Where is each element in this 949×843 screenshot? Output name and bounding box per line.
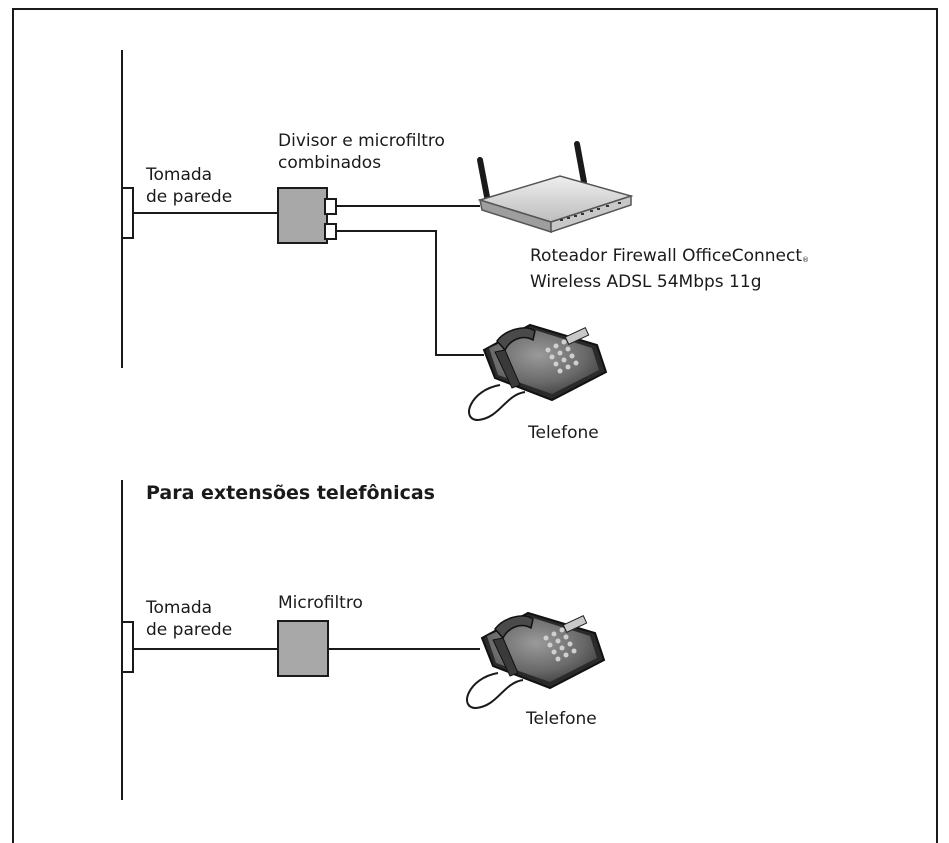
telephone-label: Telefone (526, 709, 597, 729)
router-label-line2: Wireless ADSL 54Mbps 11g (530, 272, 762, 292)
telephone-icon (468, 323, 608, 422)
wall-jack-label-line2: de parede (146, 187, 233, 207)
wall-jack-1 (121, 187, 134, 239)
microfilter-device (277, 620, 329, 677)
microfilter-label: Microfiltro (278, 593, 363, 613)
telephone-label: Telefone (528, 423, 599, 443)
wall-jack-label: Tomada de parede (146, 597, 232, 641)
splitter-label-line2: combinados (278, 153, 382, 173)
telephone-icon (466, 611, 606, 710)
router-label: Roteador Firewall OfficeConnect® Wireles… (530, 243, 809, 295)
wall-jack-label-line2: de parede (146, 620, 233, 640)
splitter-label: Divisor e microfiltro combinados (278, 130, 445, 174)
router-icon (477, 141, 634, 234)
splitter-device (277, 187, 337, 244)
splitter-label-line1: Divisor e microfiltro (278, 131, 445, 151)
section-heading: Para extensões telefônicas (146, 482, 435, 504)
registered-mark: ® (802, 256, 809, 264)
router-label-line1: Roteador Firewall OfficeConnect® (530, 243, 809, 269)
wall-jack-2 (121, 621, 134, 673)
wire-splitter-to-phone (336, 230, 484, 356)
router-label-name: Roteador Firewall OfficeConnect (530, 246, 802, 266)
wall-jack-label-line1: Tomada (146, 598, 213, 618)
wall-jack-label: Tomada de parede (146, 164, 232, 208)
diagram-frame (12, 8, 938, 843)
wall-jack-label-line1: Tomada (146, 165, 213, 185)
